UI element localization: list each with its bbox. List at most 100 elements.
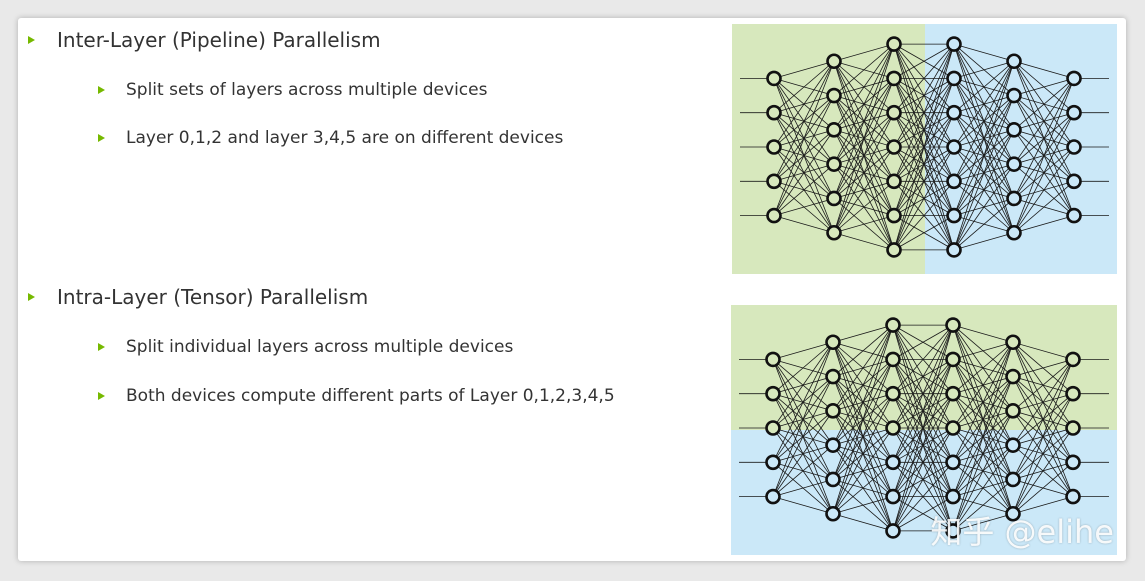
edge (1013, 78, 1075, 96)
edge (832, 324, 894, 514)
edge (773, 95, 835, 216)
section2-title: Intra-Layer (Tensor) Parallelism (57, 285, 369, 309)
section2-point-2: Both devices compute different parts of … (98, 386, 615, 406)
edge (1012, 461, 1074, 515)
neuron-layer-1 (826, 156, 842, 172)
neuron-layer-1 (826, 87, 842, 104)
edge (1012, 359, 1074, 377)
edge (893, 146, 955, 251)
edge (953, 43, 1015, 62)
edge (1013, 146, 1075, 233)
edge (773, 129, 835, 216)
edge (953, 61, 1015, 182)
edge (1012, 359, 1074, 480)
edge (1012, 341, 1074, 360)
neuron-layer-4 (1006, 53, 1022, 70)
neuron-layer-3 (945, 454, 961, 471)
edge (953, 61, 1015, 148)
edge (832, 324, 894, 412)
neuron-layer-2 (885, 523, 901, 539)
edge (893, 181, 955, 251)
section1-point-text: Layer 0,1,2 and layer 3,4,5 are on diffe… (126, 128, 564, 148)
edge (892, 393, 954, 532)
neuron-layer-5 (1065, 488, 1081, 505)
neuron-layer-3 (946, 104, 962, 121)
neuron-layer-1 (825, 403, 841, 419)
edge (953, 61, 1015, 216)
neuron-layer-3 (946, 207, 962, 224)
edge (952, 444, 1014, 532)
edge (892, 324, 954, 429)
edge (893, 43, 955, 251)
edge (953, 232, 1015, 251)
neuron-layer-1 (825, 471, 841, 488)
edge (952, 376, 1014, 532)
edge (1013, 215, 1075, 234)
neuron-layer-0 (765, 454, 781, 471)
neuron-layer-1 (826, 224, 842, 241)
neuron-layer-5 (1066, 139, 1082, 155)
edge (832, 324, 894, 343)
edge (833, 43, 895, 96)
neuron-layer-3 (946, 139, 962, 155)
edge (773, 215, 835, 234)
edge (893, 43, 955, 148)
edge (832, 461, 894, 515)
edge (773, 60, 835, 114)
edge (772, 410, 834, 497)
edge (952, 341, 1014, 360)
edge (953, 95, 1015, 251)
edge (953, 61, 1015, 251)
section1-title: Inter-Layer (Pipeline) Parallelism (57, 28, 381, 52)
neuron-layer-4 (1005, 334, 1021, 351)
edge (772, 479, 834, 497)
edge (893, 112, 955, 251)
edge (953, 163, 1015, 251)
neuron-layer-4 (1005, 403, 1021, 419)
edge (1013, 78, 1075, 199)
edge (1013, 78, 1075, 131)
edge (892, 324, 954, 532)
neuron-layer-5 (1066, 173, 1082, 190)
neuron-layer-2 (886, 207, 902, 224)
neuron-layer-3 (946, 70, 962, 87)
edge (952, 342, 1014, 532)
section2-heading: Intra-Layer (Tensor) Parallelism (28, 285, 368, 309)
neuron-layer-5 (1065, 385, 1081, 402)
edge (833, 180, 895, 234)
neuron-layer-2 (885, 420, 901, 436)
connections (740, 43, 1109, 251)
edge (832, 393, 894, 514)
pipeline-parallel-network-diagram (732, 24, 1117, 274)
neuron-layer-1 (825, 437, 841, 453)
edge (772, 496, 834, 515)
neuron-layer-4 (1005, 368, 1021, 385)
edge (952, 342, 1014, 463)
edge (952, 513, 1014, 532)
neuron-layer-1 (825, 368, 841, 385)
neuron-layer-0 (765, 351, 781, 368)
neuron-layer-2 (886, 36, 902, 52)
neuron-layer-2 (886, 139, 902, 155)
edge (892, 324, 954, 360)
nodes (766, 36, 1082, 258)
neuron-layer-2 (885, 351, 901, 368)
neuron-layer-2 (886, 242, 902, 258)
neuron-layer-2 (886, 173, 902, 190)
edge (952, 479, 1014, 532)
neuron-layer-3 (946, 36, 962, 52)
neuron-layer-0 (766, 139, 782, 155)
bullet-arrow-icon (98, 343, 105, 351)
neuron-layer-5 (1066, 104, 1082, 121)
edge (773, 61, 835, 148)
edge (953, 60, 1015, 79)
neuron-layer-0 (766, 207, 782, 224)
zhihu-watermark: 知乎 @elihe (930, 513, 1114, 551)
neuron-layer-0 (765, 488, 781, 505)
neuron-layer-4 (1005, 505, 1021, 522)
edge (772, 444, 834, 497)
edge (773, 198, 835, 216)
edge (893, 43, 955, 113)
neuron-layer-4 (1006, 190, 1022, 207)
connections (739, 324, 1109, 532)
